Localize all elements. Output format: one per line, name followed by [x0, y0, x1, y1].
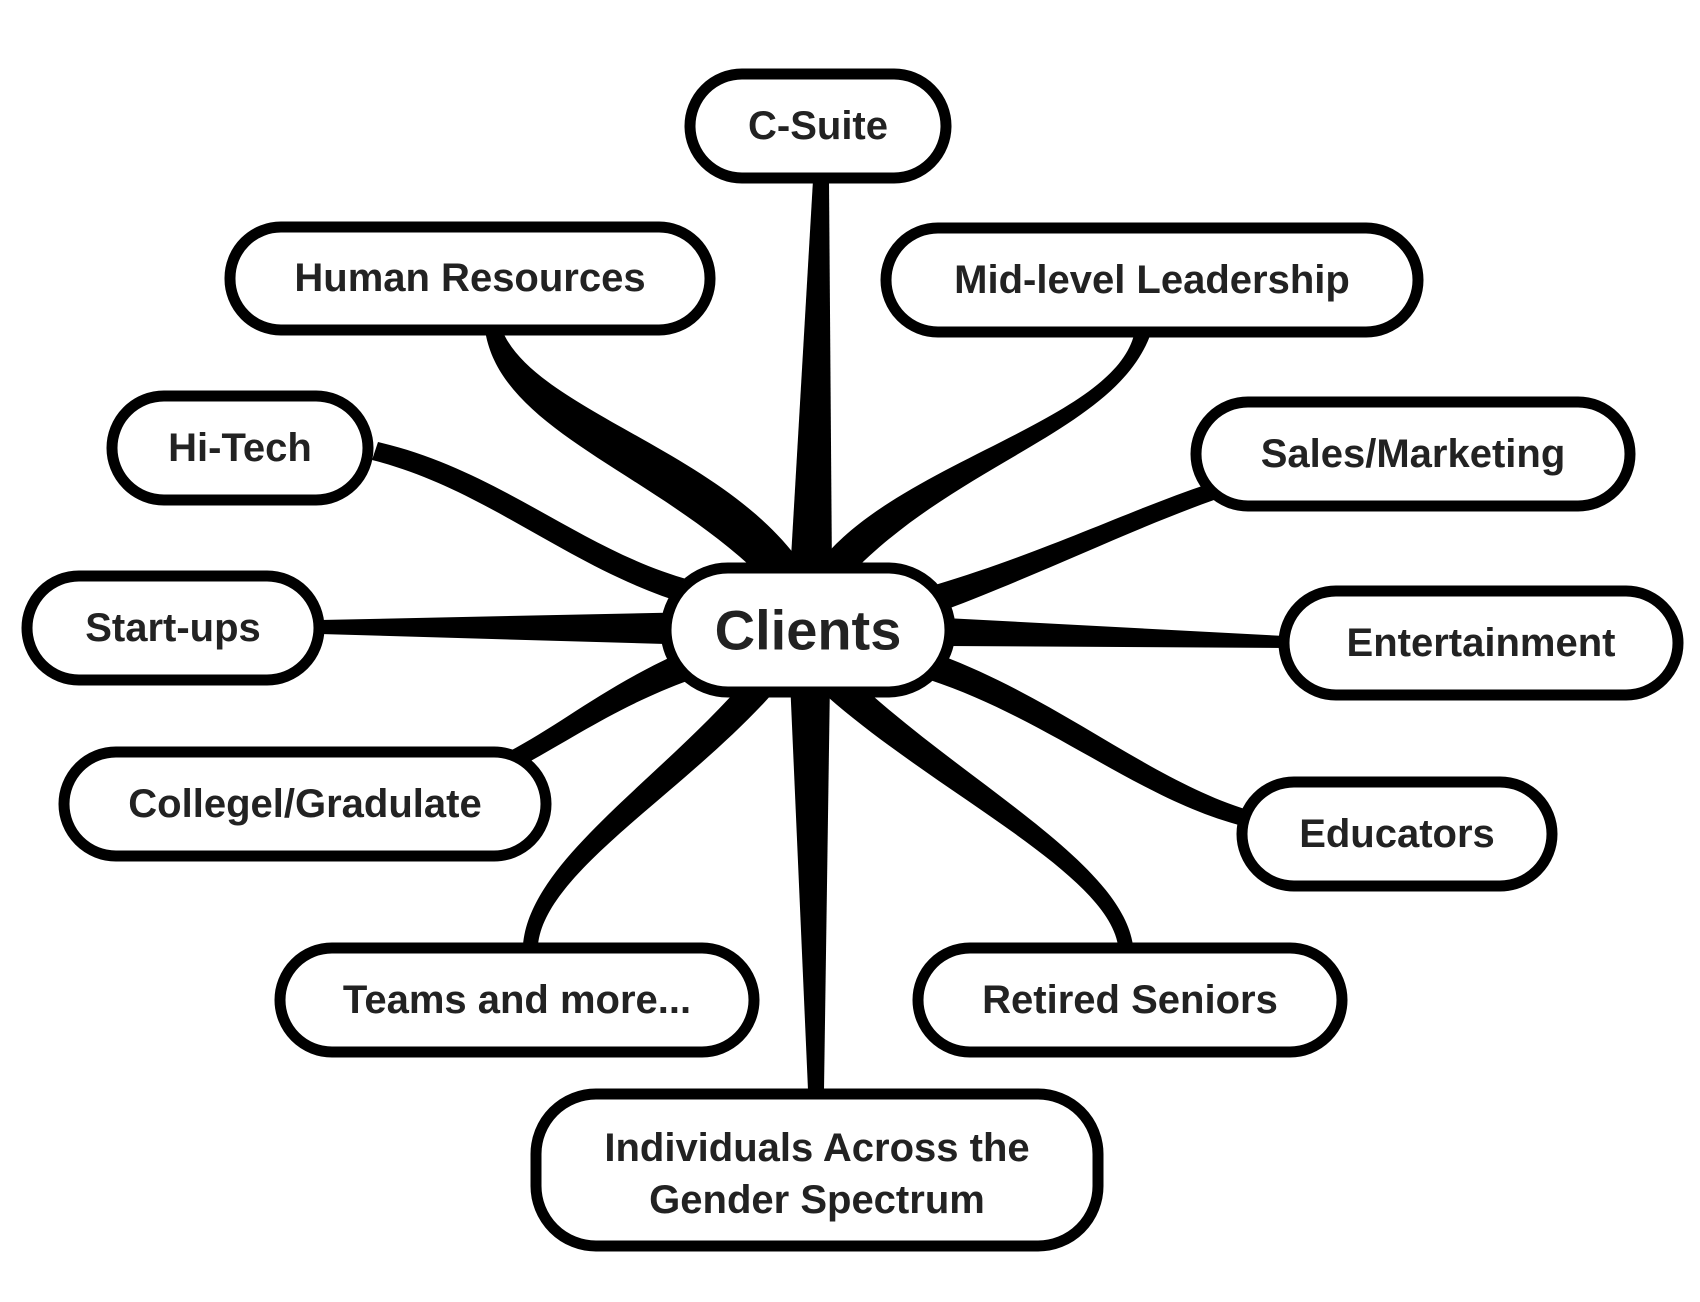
node-label: Human Resources [294, 256, 645, 300]
branch-sales-marketing [935, 484, 1214, 610]
node-label-line1: Individuals Across the [604, 1126, 1029, 1170]
node-sales-marketing[interactable]: Sales/Marketing [1190, 396, 1636, 512]
node-entertainment[interactable]: Entertainment [1278, 585, 1684, 701]
branch-college-graduate [508, 655, 690, 768]
branch-mid-level-leadership [820, 330, 1152, 575]
node-start-ups[interactable]: Start-ups [21, 570, 325, 686]
node-label: Start-ups [85, 606, 261, 650]
node-human-resources[interactable]: Human Resources [224, 221, 716, 336]
branches [320, 180, 1285, 1090]
center-node-clients[interactable]: Clients [660, 562, 956, 698]
branch-hi-tech [372, 442, 690, 605]
node-label: Mid-level Leadership [954, 258, 1350, 302]
node-label: Sales/Marketing [1261, 432, 1566, 476]
branch-human-resources [485, 330, 800, 575]
center-label: Clients [715, 599, 902, 662]
branch-educators [930, 655, 1248, 826]
node-c-suite[interactable]: C-Suite [684, 68, 952, 184]
node-college-graduate[interactable]: Collegel/Gradulate [58, 746, 552, 862]
node-hi-tech[interactable]: Hi-Tech [106, 390, 374, 506]
node-label: Retired Seniors [982, 978, 1278, 1022]
node-label: Entertainment [1347, 621, 1616, 665]
node-label: Teams and more... [343, 978, 691, 1022]
node-label-line2: Gender Spectrum [649, 1178, 985, 1222]
node-retired-seniors[interactable]: Retired Seniors [912, 942, 1348, 1058]
branch-retired-seniors [820, 675, 1133, 945]
node-label: Collegel/Gradulate [128, 782, 481, 826]
node-educators[interactable]: Educators [1236, 776, 1558, 892]
branch-c-suite [790, 180, 832, 575]
node-label: Educators [1299, 812, 1495, 856]
node-label: Hi-Tech [168, 426, 312, 470]
node-mid-level-leadership[interactable]: Mid-level Leadership [880, 222, 1424, 338]
node-teams-and-more[interactable]: Teams and more... [274, 942, 760, 1058]
branch-individuals-gender [790, 680, 830, 1090]
branch-start-ups [320, 612, 700, 645]
node-individuals-gender[interactable]: Individuals Across the Gender Spectrum [530, 1088, 1104, 1252]
node-label: C-Suite [748, 104, 888, 148]
branch-entertainment [945, 618, 1285, 648]
branch-teams-and-more [523, 675, 780, 945]
